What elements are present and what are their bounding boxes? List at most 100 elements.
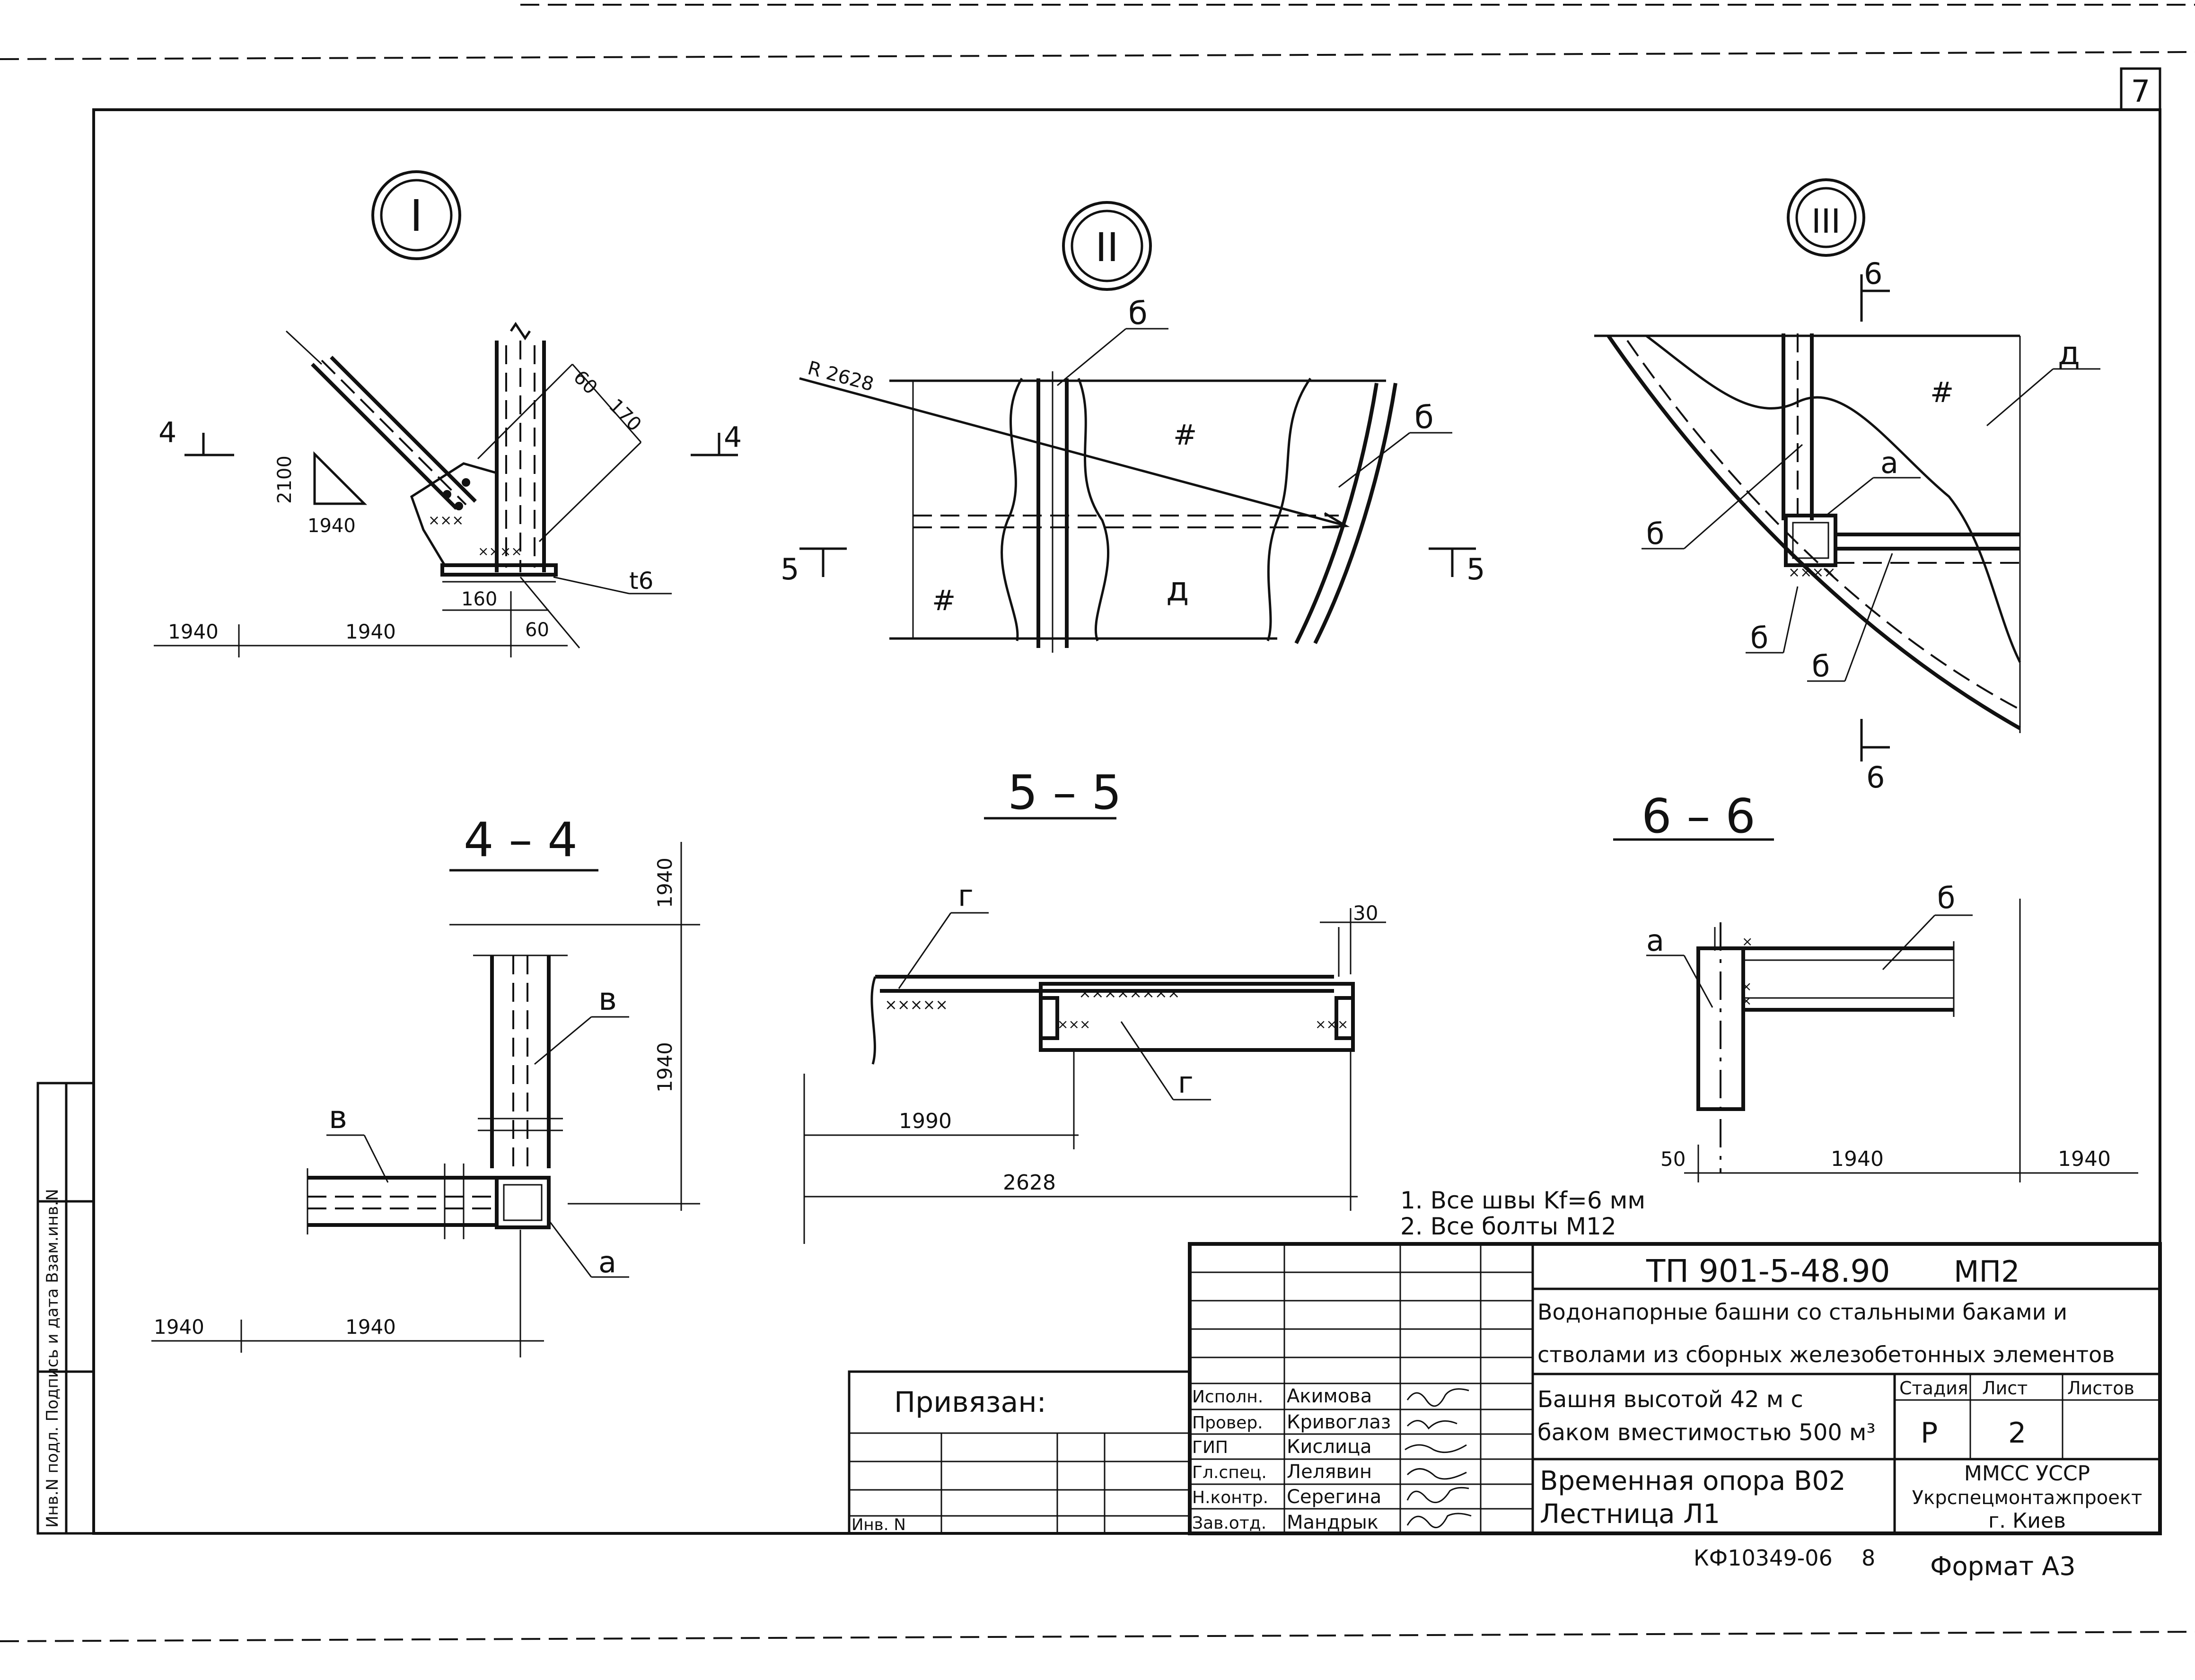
stage-header: Стадия [1899,1378,1968,1399]
node-3-b-bottom2: б [1812,649,1830,683]
svg-text:××××: ×××× [478,543,522,559]
stage-value: Р [1921,1417,1938,1450]
doc-code: ТП 901-5-48.90 [1646,1253,1890,1289]
doc-mark: МП2 [1954,1254,2020,1289]
top-scan-edge [0,51,2195,60]
section-5-5-title: 5 – 5 [1008,765,1122,820]
dim-170: 170 [605,395,646,436]
sec44-v1: 1940 [653,858,676,908]
dim-60-bottom: 60 [525,619,549,641]
sec55-g-bottom: г [1178,1065,1194,1100]
svg-text:××××: ×××× [1788,564,1836,581]
sec66-a: а [1646,923,1664,958]
note-2: 2. Все болты М12 [1400,1213,1616,1240]
title-block: Исполн. Акимова Провер. Кривоглаз ГИП Ки… [1188,1242,2162,1535]
sheets-header: Листов [2067,1378,2134,1399]
svg-text:×××: ××× [1315,1016,1348,1032]
binding-block: Привязан: Инв. N [848,1370,1191,1535]
svg-text:×××: ××× [428,512,464,529]
svg-text:×: × [1741,993,1752,1008]
sheet-header: Лист [1982,1378,2028,1399]
node-3-d: д [2058,335,2080,372]
sec66-dim1940a: 1940 [1831,1147,1884,1171]
svg-text:×××: ××× [1057,1016,1090,1032]
name-5: Серегина [1287,1486,1381,1508]
svg-text:#: # [1930,376,1954,409]
section-6-6-title: 6 – 6 [1642,788,1756,844]
sec44-v2: 1940 [653,1042,676,1093]
slope-horizontal: 1940 [307,515,356,537]
name-1: Акимова [1287,1385,1372,1407]
node-2-d: д [1166,570,1189,609]
role-4: Гл.спец. [1192,1463,1267,1482]
sec44-h1: 1940 [154,1315,204,1339]
svg-text:×: × [1742,934,1753,949]
thickness-t6: t6 [629,567,653,595]
archive-code: КФ10349-06 [1694,1545,1833,1571]
object-line-2: баком вместимостью 500 м³ [1537,1419,1876,1446]
sheet-title-1: Временная опора В02 [1540,1466,1846,1496]
name-3: Кислица [1287,1436,1372,1458]
org-line-3: г. Киев [1988,1509,2066,1533]
section-5-5-group: 5 – 5 ××××× ×××××××× ××× ××× г г 30 1990… [803,765,1386,1244]
node-2-marker [1062,201,1152,291]
bottom-scan-edge [0,1631,2195,1642]
svg-text:××××××××: ×××××××× [1079,984,1180,1002]
svg-text:#: # [1173,419,1197,452]
node-3-b-left: б [1646,516,1664,551]
section-6-6-group: 6 – 6 × × × а б 50 1940 1940 [1613,788,2138,1182]
node-1-cut-left: 4 [158,416,176,449]
node-3-a: а [1880,446,1898,480]
section-4-4-group: 4 – 4 1940 1940 в в а [151,812,700,1357]
node-2-b-right: б [1414,399,1434,436]
node-3-group: III ×××× # 6 6 д а б б [1594,178,2100,795]
sec55-g-top: г [958,878,974,913]
node-2-group: II R 2628 # # д б б 5 5 [781,201,1485,653]
node-1-group: I ××× ×××× 4 4 2100 1940 [154,170,742,657]
sec55-dim2628: 2628 [1003,1171,1056,1195]
node-1-label: I [410,191,422,241]
node-3-label: III [1811,202,1841,241]
node-3-b-bottom1: б [1750,621,1768,655]
name-6: Мандрык [1287,1512,1378,1533]
format-label: Формат А3 [1930,1551,2076,1581]
project-title-1: Водонапорные башни со стальными баками и [1537,1299,2067,1325]
project-title-2: стволами из сборных железобетонных элеме… [1537,1342,2115,1367]
signatures [1405,1388,1472,1528]
svg-text:×: × [1741,979,1752,994]
node-3-cut-bottom: 6 [1866,760,1885,795]
archive-sheet: 8 [1861,1545,1875,1571]
sec66-dim1940b: 1940 [2058,1147,2111,1171]
sec55-dim1990: 1990 [899,1109,952,1133]
slope-vertical: 2100 [274,455,296,504]
side-stamp-text: Инв.N подл. Подпись и дата Взам.инв.N [43,1189,62,1528]
node-3-cut-top: 6 [1864,256,1882,291]
node-3-marker [1787,178,1865,257]
page-number: 7 [2131,74,2151,109]
dim-160: 160 [461,588,497,610]
side-stamp: Инв.N подл. Подпись и дата Взам.инв.N [36,1082,95,1535]
sec44-b-right: в [598,981,617,1017]
role-3: ГИП [1192,1438,1228,1457]
section-4-4-title: 4 – 4 [464,812,578,867]
dim-1940-main: 1940 [345,620,396,643]
binding-inv: Инв. N [852,1515,906,1534]
dim-60-top: 60 [569,367,602,399]
sec44-a: а [598,1245,616,1279]
svg-text:×××××: ××××× [885,996,948,1014]
sheet-value: 2 [2008,1417,2026,1450]
name-4: Лелявин [1287,1461,1372,1483]
node-1-marker [371,170,461,260]
node-2-b-top: б [1128,295,1148,332]
sec66-dim50: 50 [1660,1147,1686,1171]
role-6: Зав.отд. [1192,1514,1266,1533]
note-1: 1. Все швы Kf=6 мм [1400,1187,1645,1214]
sec66-b: б [1937,881,1955,915]
notes: 1. Все швы Kf=6 мм 2. Все болты М12 [1400,1187,1645,1240]
role-5: Н.контр. [1192,1488,1268,1507]
sec44-h2: 1940 [345,1315,396,1339]
node-2-cut-right: 5 [1466,552,1485,586]
sec55-dim30: 30 [1353,901,1378,925]
sheet-title-2: Лестница Л1 [1540,1499,1720,1530]
